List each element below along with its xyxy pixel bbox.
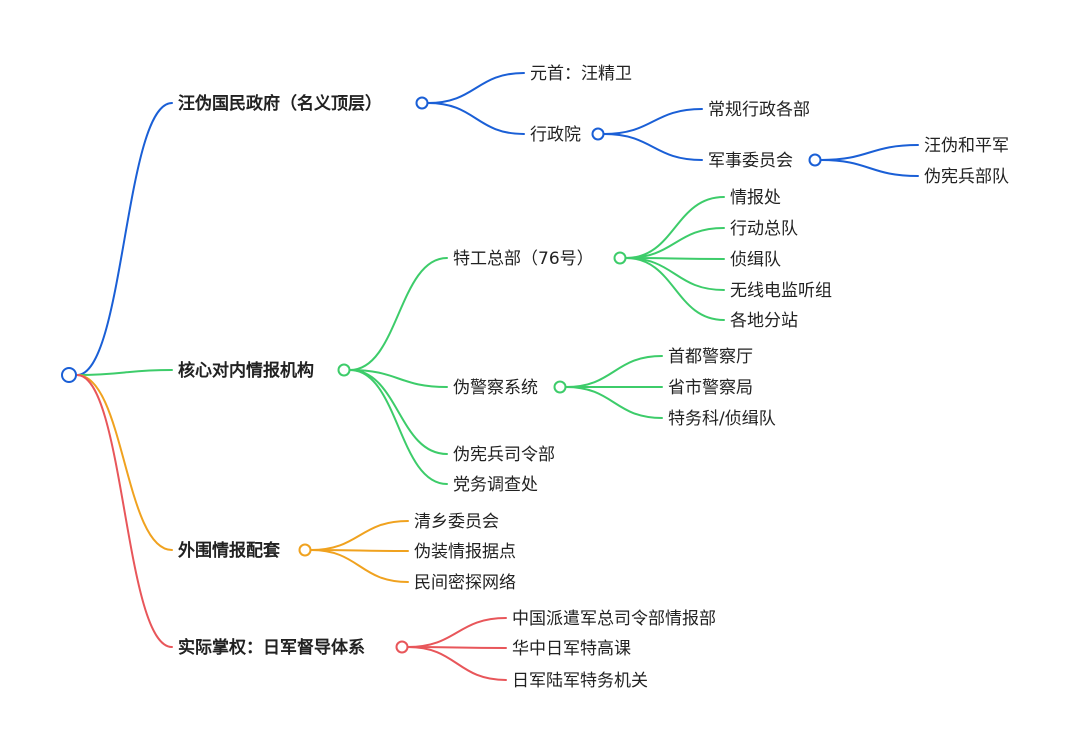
node-label-army: 汪伪和平军 (924, 136, 1009, 156)
node-label-core: 核心对内情报机构 (178, 360, 314, 381)
node-label-mp: 伪宪兵部队 (924, 167, 1009, 187)
node-circle-core[interactable] (337, 363, 351, 377)
node-label-ext: 外围情报配套 (178, 540, 281, 561)
node-label-ex3: 民间密探网络 (414, 573, 516, 593)
edge-to-head (427, 72, 525, 104)
node-label-exec-depts: 常规行政各部 (708, 100, 810, 120)
edge-to-jp3 (407, 646, 507, 681)
edge-to-ex1 (310, 520, 409, 551)
node-label-head: 元首：汪精卫 (530, 64, 632, 84)
node-label-mil: 军事委员会 (708, 151, 793, 171)
node-circle-exec[interactable] (591, 127, 605, 141)
edge-to-po3 (565, 386, 663, 419)
node-label-po2: 省市警察局 (668, 378, 753, 398)
edge-to-sp1 (625, 196, 725, 259)
node-label-sp1: 情报处 (730, 188, 781, 208)
node-label-sp5: 各地分站 (730, 311, 798, 331)
node-circle-police[interactable] (553, 380, 567, 394)
node-circle-mil[interactable] (808, 153, 822, 167)
node-label-gov: 汪伪国民政府（名义顶层） (178, 93, 382, 114)
node-label-sp4: 无线电监听组 (730, 281, 832, 301)
edge-to-exec (427, 102, 525, 135)
node-label-mpcmd: 伪宪兵司令部 (453, 445, 555, 465)
node-label-sp3: 侦缉队 (730, 250, 781, 270)
node-label-po1: 首都警察厅 (668, 347, 753, 367)
root-node-circle[interactable] (61, 367, 77, 383)
edge-to-army (820, 144, 919, 161)
edge-to-party (349, 369, 448, 485)
node-label-exec: 行政院 (530, 125, 581, 145)
node-label-jp: 实际掌权：日军督导体系 (178, 637, 365, 658)
node-circle-ext[interactable] (298, 543, 312, 557)
node-label-police: 伪警察系统 (453, 378, 538, 398)
node-label-sp2: 行动总队 (730, 219, 798, 239)
node-label-po3: 特务科/侦缉队 (668, 409, 776, 429)
node-label-jp2: 华中日军特高课 (512, 639, 631, 659)
edge-to-ext (76, 374, 173, 551)
node-label-sp: 特工总部（76号） (453, 249, 594, 269)
node-label-ex1: 清乡委员会 (414, 512, 499, 532)
edge-to-exec-depts (603, 108, 703, 135)
edge-to-mp (820, 159, 919, 177)
node-circle-gov[interactable] (415, 96, 429, 110)
edge-to-police (349, 369, 448, 388)
node-label-ex2: 伪装情报据点 (414, 542, 516, 562)
edge-to-mil (603, 133, 703, 161)
edge-to-core (76, 369, 173, 376)
node-circle-sp[interactable] (613, 251, 627, 265)
node-label-party: 党务调查处 (453, 475, 538, 495)
node-label-jp3: 日军陆军特务机关 (512, 671, 648, 691)
edge-to-sp (349, 257, 448, 371)
node-circle-jp[interactable] (395, 640, 409, 654)
edge-to-sp2 (625, 227, 725, 259)
edge-to-sp5 (625, 257, 725, 321)
edge-to-ex3 (310, 549, 409, 583)
edge-to-gov (76, 102, 173, 376)
edges-layer (76, 72, 919, 681)
edge-to-jp (76, 374, 173, 648)
edge-to-sp4 (625, 257, 725, 291)
edge-to-mpcmd (349, 369, 448, 455)
edge-to-po1 (565, 355, 663, 388)
node-label-jp1: 中国派遣军总司令部情报部 (512, 609, 716, 629)
edge-to-jp1 (407, 617, 507, 648)
